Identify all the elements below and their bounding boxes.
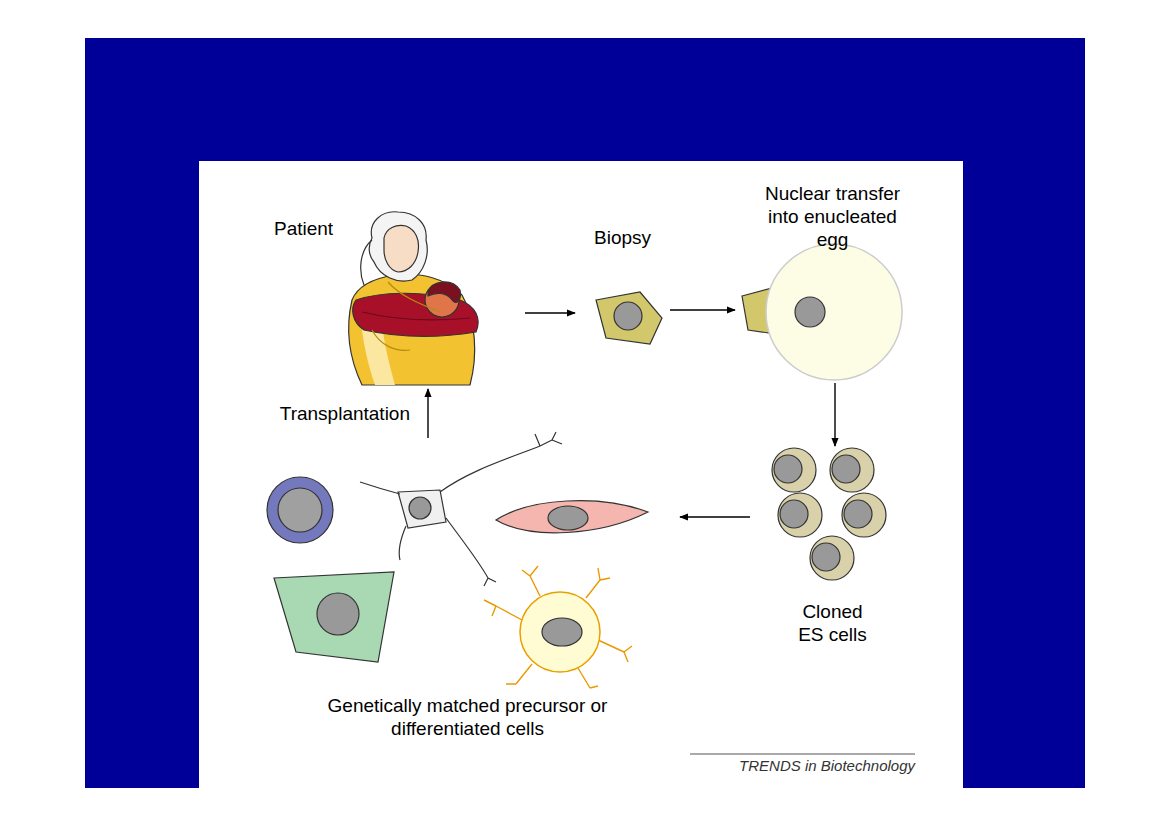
flow-arrow — [427, 389, 428, 438]
white-panel — [199, 161, 963, 788]
source-credit: TRENDS in Biotechnology — [739, 757, 915, 774]
stage-node: Genetically matched precursor or differe… — [255, 438, 680, 742]
stage-node: Biopsy — [575, 224, 670, 352]
stage-label: Genetically matched precursor or differe… — [298, 694, 638, 740]
es-cells — [772, 448, 886, 580]
egg-nuclear-transfer — [742, 244, 902, 380]
flow-arrow — [670, 309, 735, 310]
differentiated-cells — [267, 432, 648, 688]
stage-node: Patient — [270, 215, 525, 389]
flow-arrow — [680, 516, 750, 517]
blue-frame — [85, 38, 1085, 788]
stage-node: Nuclear transfer into enucleated egg — [735, 180, 930, 383]
edge-label: Transplantation — [278, 402, 412, 425]
stage-label: Patient — [274, 217, 333, 240]
stage-label: Biopsy — [594, 226, 651, 249]
stage-node: Cloned ES cells — [750, 446, 915, 648]
stage-label: Cloned ES cells — [793, 600, 873, 646]
credit-rule — [690, 754, 915, 755]
biopsy-cell — [596, 292, 662, 344]
patient-figure — [349, 212, 478, 385]
flow-arrow — [525, 312, 575, 313]
flow-arrow — [834, 383, 835, 446]
stage-label: Nuclear transfer into enucleated egg — [753, 182, 913, 251]
